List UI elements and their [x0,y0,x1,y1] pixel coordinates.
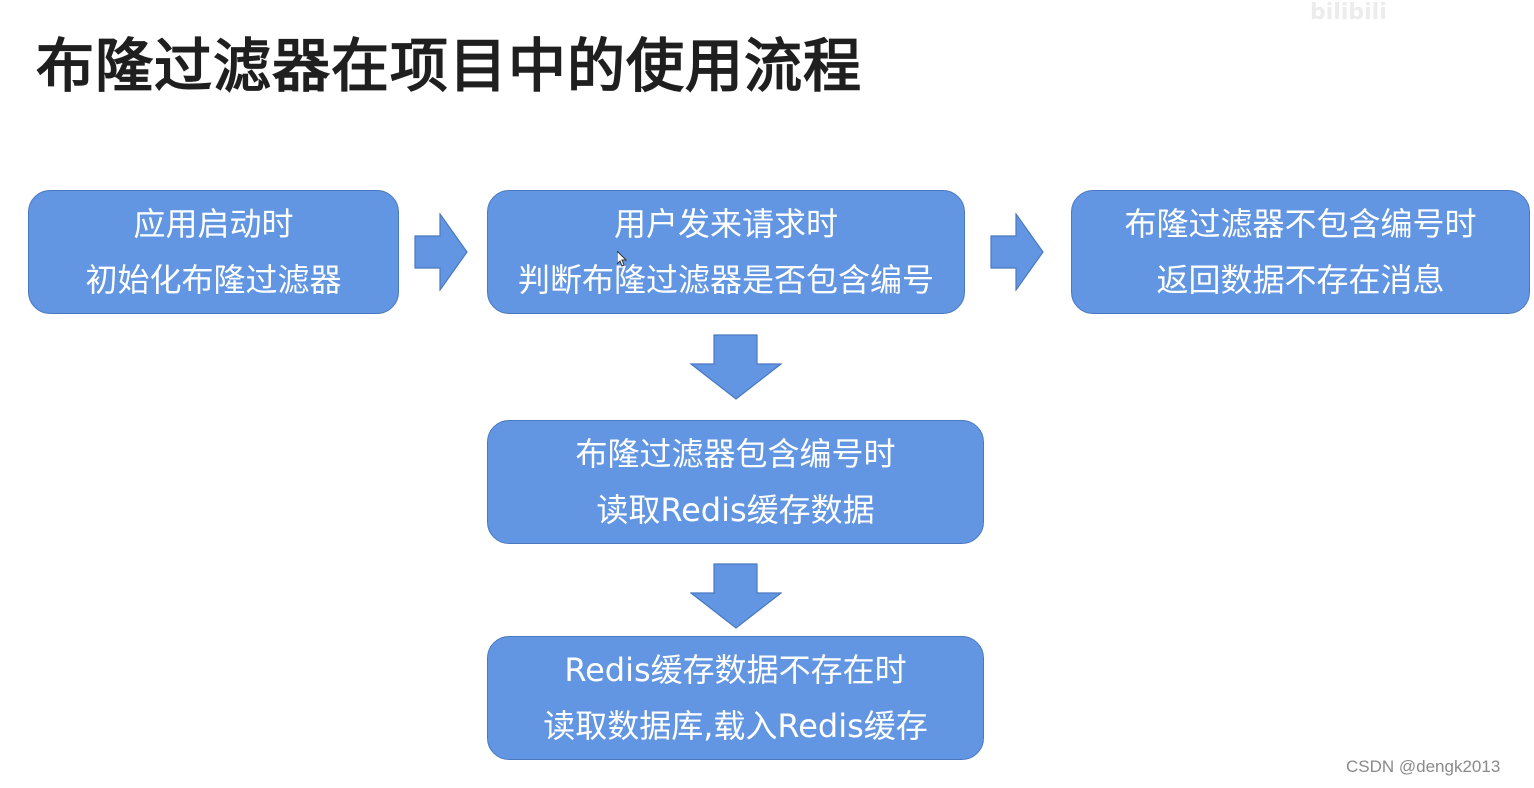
step-line1: 用户发来请求时 [613,205,838,243]
step-app-startup: 应用启动时 初始化布隆过滤器 [28,190,399,314]
arrow-down-icon [689,563,783,629]
arrow-right-icon [990,212,1044,292]
step-line1: Redis缓存数据不存在时 [564,651,907,689]
bilibili-watermark: bilibili [1310,0,1387,25]
step-user-request: 用户发来请求时 判断布隆过滤器是否包含编号 [487,190,965,314]
step-line2: 判断布隆过滤器是否包含编号 [517,261,934,299]
step-line2: 返回数据不存在消息 [1156,261,1445,299]
page-title: 布隆过滤器在项目中的使用流程 [36,32,863,100]
step-contained-read-redis: 布隆过滤器包含编号时 读取Redis缓存数据 [487,420,984,544]
step-line2: 读取数据库,载入Redis缓存 [543,707,928,745]
arrow-right-icon [414,212,468,292]
step-line2: 初始化布隆过滤器 [85,261,342,299]
step-load-from-database: Redis缓存数据不存在时 读取数据库,载入Redis缓存 [487,636,984,760]
step-line1: 布隆过滤器不包含编号时 [1124,205,1477,243]
step-line1: 应用启动时 [133,205,294,243]
step-line1: 布隆过滤器包含编号时 [575,435,896,473]
arrow-down-icon [689,334,783,400]
step-not-contained: 布隆过滤器不包含编号时 返回数据不存在消息 [1071,190,1530,314]
mouse-cursor-icon [616,249,628,267]
csdn-watermark: CSDN @dengk2013 [1346,757,1501,776]
step-line2: 读取Redis缓存数据 [596,491,875,529]
